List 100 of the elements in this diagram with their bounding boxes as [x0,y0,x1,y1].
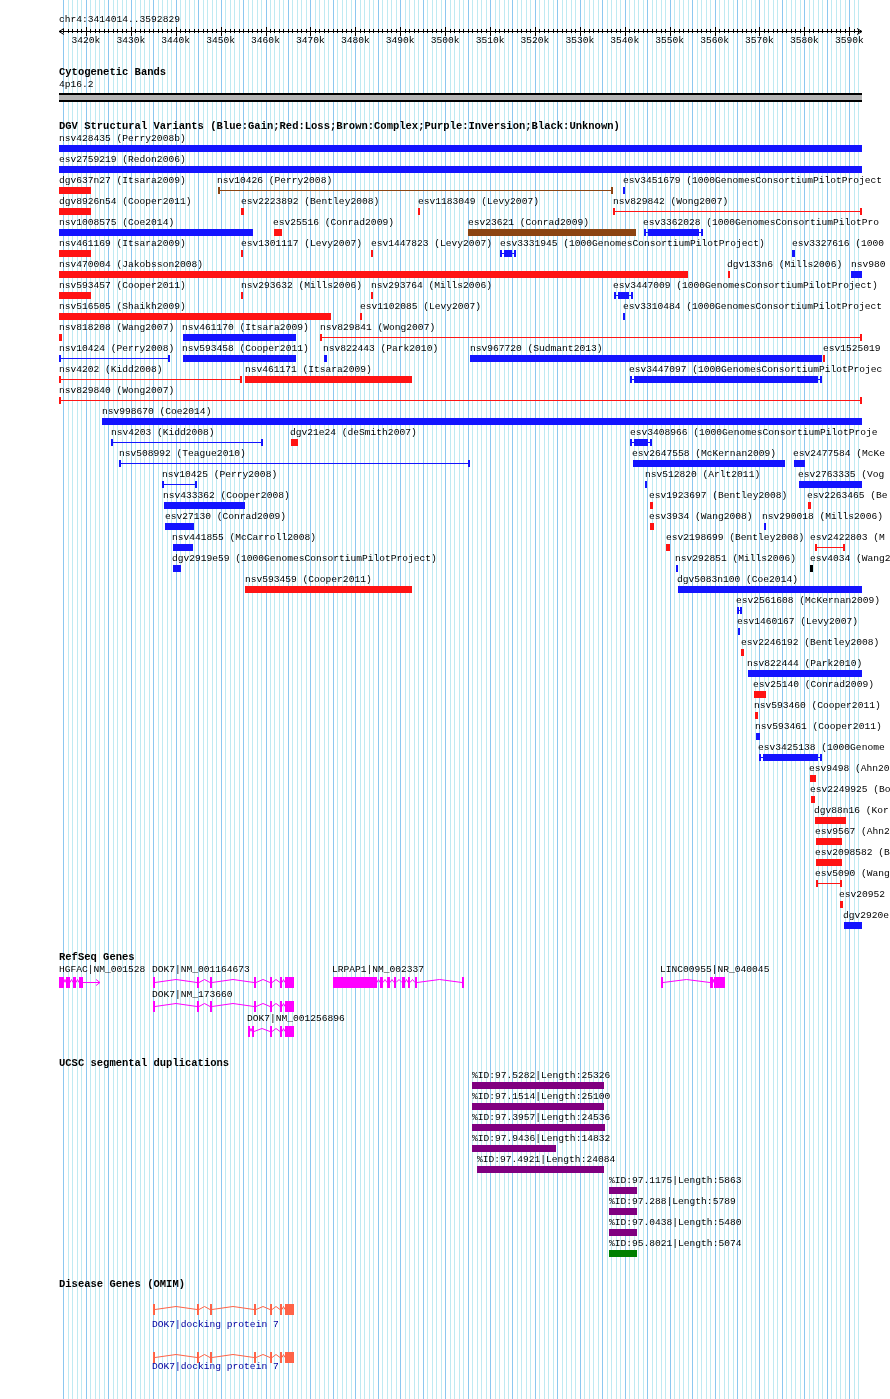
feature-label: nsv1008575 (Coe2014) [59,218,175,228]
feature-label: nsv822444 (Park2010) [747,659,863,669]
feature-label: %ID:97.5282|Length:25326 [472,1071,611,1081]
feature-label: nsv593461 (Cooper2011) [755,722,882,732]
feature-label: esv2223892 (Bentley2008) [241,197,380,207]
feature-label: esv27130 (Conrad2009) [165,512,286,522]
variant-bar [840,901,843,908]
feature-label: nsv10425 (Perry2008) [162,470,278,480]
variant-bar [291,439,298,446]
feature-label: %ID:97.4921|Length:24084 [477,1155,616,1165]
variant-bar [851,271,862,278]
feature-label: esv2647558 (McKernan2009) [632,449,776,459]
feature-label: esv3327616 (1000 [792,239,885,249]
variant-bar [815,544,845,551]
feature-label: esv25516 (Conrad2009) [273,218,394,228]
feature-label: esv2198699 (Bentley2008) [666,533,805,543]
variant-bar [59,397,862,404]
feature-label: nsv292851 (Mills2006) [675,554,796,564]
gene-model [59,977,100,988]
feature-label: nsv593460 (Cooper2011) [754,701,881,711]
feature-label: nsv980 [851,260,886,270]
tick-label: 3440k [161,35,191,46]
feature-label: esv3447097 (1000GenomesConsortiumPilotProjec [629,365,883,375]
feature-label: nsv508992 (Teague2010) [119,449,246,459]
feature-label: nsv593457 (Cooper2011) [59,281,186,291]
chromosome-band [59,93,862,102]
feature-label: esv25140 (Conrad2009) [753,680,874,690]
gene-label: HGFAC|NM_001528 [59,965,146,975]
variant-bar [799,481,862,488]
duplication-bar [472,1145,556,1152]
variant-bar [630,376,822,383]
gene-model [153,977,294,988]
variant-bar [810,775,816,782]
feature-label: esv1525019 [823,344,881,354]
variant-bar [183,355,296,362]
variant-bar [162,481,197,488]
tick-label: 3590k [834,35,864,46]
duplication-bar [609,1229,637,1236]
feature-label: nsv461170 (Itsara2009) [182,323,309,333]
feature-label: esv4034 (Wang2 [810,554,890,564]
feature-label: esv20952 [839,890,886,900]
variant-bar [613,208,862,215]
variant-bar [59,376,242,383]
variant-bar [756,733,760,740]
track-title: DGV Structural Variants (Blue:Gain;Red:Loss;Brown:Complex;Purple:Inversion;Black:Unknown) [59,121,620,132]
feature-label: dgv5083n100 (Coe2014) [677,575,798,585]
tick-label: 3540k [610,35,640,46]
variant-bar [59,229,253,236]
feature-label: esv3362028 (1000GenomesConsortiumPilotPro [643,218,880,228]
feature-label: esv3451679 (1000GenomesConsortiumPilotProject [623,176,883,186]
variant-bar [59,292,91,299]
feature-label: nsv829842 (Wong2007) [613,197,729,207]
variant-bar [59,355,170,362]
tick-label: 3450k [206,35,235,46]
gene-model [248,1026,294,1037]
variant-bar [59,271,688,278]
tick-label: 3470k [296,35,325,46]
variant-bar [810,565,813,572]
feature-label: esv3408966 (1000GenomesConsortiumPilotProje [630,428,878,438]
variant-bar [470,355,822,362]
feature-label: esv3425138 (1000Genome [758,743,885,753]
feature-label: esv2759219 (Redon2006) [59,155,186,165]
variant-bar [816,838,842,845]
feature-label: esv2422803 (M [810,533,885,543]
duplication-bar [472,1082,604,1089]
feature-label: nsv428435 (Perry2008b) [59,134,186,144]
feature-label: %ID:97.1514|Length:25100 [472,1092,611,1102]
feature-label: %ID:97.0438|Length:5480 [609,1218,742,1228]
feature-label: esv2763335 (Vog [798,470,885,480]
feature-label: dgv2919e59 (1000GenomesConsortiumPilotProject) [172,554,437,564]
variant-bar [650,523,654,530]
gene-model [153,1304,294,1315]
track-title: UCSC segmental duplications [59,1058,230,1069]
feature-label: nsv818208 (Wang2007) [59,323,175,333]
feature-label: esv2246192 (Bentley2008) [741,638,880,648]
feature-label: dgv88n16 (Kor [814,806,889,816]
variant-bar [678,586,862,593]
feature-label: nsv593458 (Cooper2011) [182,344,309,354]
feature-label: nsv441855 (McCarroll2008) [172,533,316,543]
variant-bar [816,880,842,887]
feature-label: esv1447823 (Levy2007) [371,239,492,249]
feature-label: nsv293764 (Mills2006) [371,281,492,291]
variant-bar [173,565,181,572]
variant-bar [173,544,193,551]
feature-label: esv5090 (Wang [815,869,890,879]
gene-model [333,977,464,988]
feature-label: nsv433362 (Cooper2008) [163,491,290,501]
feature-label: %ID:97.288|Length:5789 [609,1197,736,1207]
tick-label: 3490k [385,35,415,46]
variant-bar [754,691,766,698]
feature-label: nsv461171 (Itsara2009) [245,365,372,375]
tick-label: 3570k [745,35,774,46]
feature-label: nsv512820 (Arlt2011) [645,470,761,480]
feature-label: dgv637n27 (Itsara2009) [59,176,186,186]
tick-label: 3510k [475,35,505,46]
tick-label: 3580k [790,35,819,46]
tick-label: 3560k [700,35,729,46]
variant-bar [650,502,653,509]
variant-bar [165,523,194,530]
variant-bar [633,460,785,467]
